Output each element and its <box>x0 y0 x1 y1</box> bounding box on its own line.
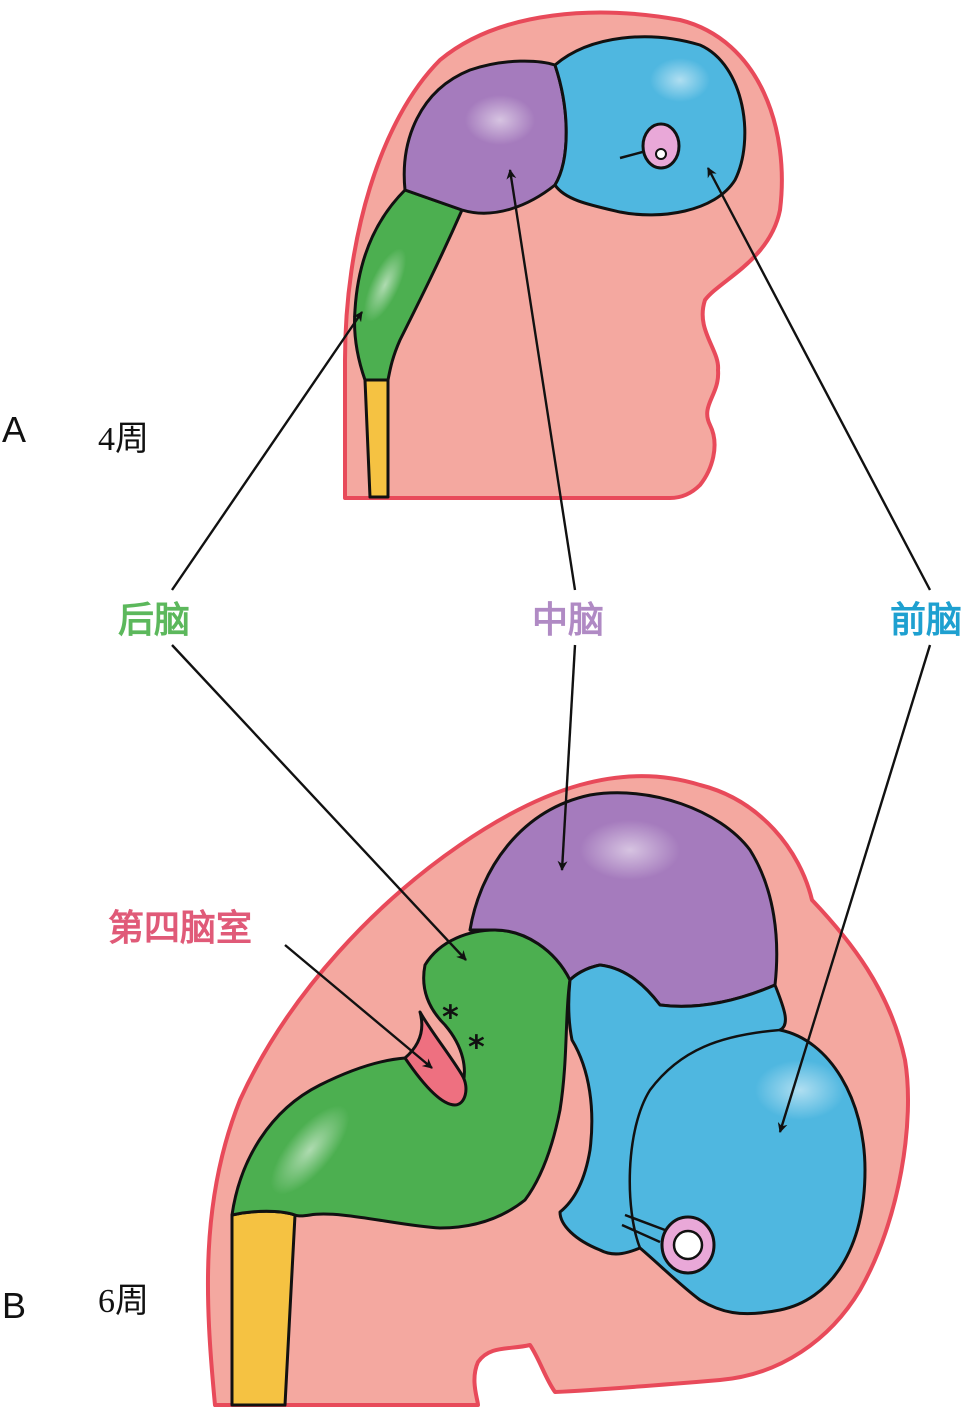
panel-b-week-label: 6周 <box>98 1283 149 1320</box>
asterisk-mark: * <box>468 1028 485 1066</box>
panel-b-fourth-ventricle <box>403 1010 468 1107</box>
panel-a-letter: A <box>2 409 26 450</box>
connector-arrows <box>171 167 932 1133</box>
panel-b-spinal-cord <box>230 1209 297 1407</box>
forebrain-label: 前脑 <box>890 600 962 641</box>
panel-a-spinal-cord <box>363 378 390 499</box>
asterisk-mark: * <box>442 998 459 1036</box>
hindbrain-label: 后脑 <box>118 600 190 641</box>
arrow-midbrain-b <box>557 644 577 871</box>
arrow-forebrain-a <box>706 167 932 591</box>
panel-a-embryo <box>343 10 784 500</box>
panel-b-letter: B <box>2 1285 26 1326</box>
panel-a-hindbrain <box>353 188 464 382</box>
arrow-hindbrain-b <box>171 644 467 961</box>
panel-b-embryo: * * <box>205 774 910 1407</box>
panel-b-eye-icon <box>621 1213 716 1275</box>
panel-a-week-label: 4周 <box>98 421 149 458</box>
midbrain-label: 中脑 <box>532 600 604 641</box>
arrow-forebrain-b <box>777 644 932 1133</box>
fourth-ventricle-label: 第四脑室 <box>108 908 252 949</box>
arrow-hindbrain-a <box>171 311 363 591</box>
panel-a-eye-icon <box>619 122 681 170</box>
arrow-midbrain-a <box>506 169 577 591</box>
arrow-fourth-ventricle <box>284 944 433 1069</box>
panel-b-forebrain <box>558 963 867 1316</box>
panel-a-forebrain <box>553 35 747 217</box>
